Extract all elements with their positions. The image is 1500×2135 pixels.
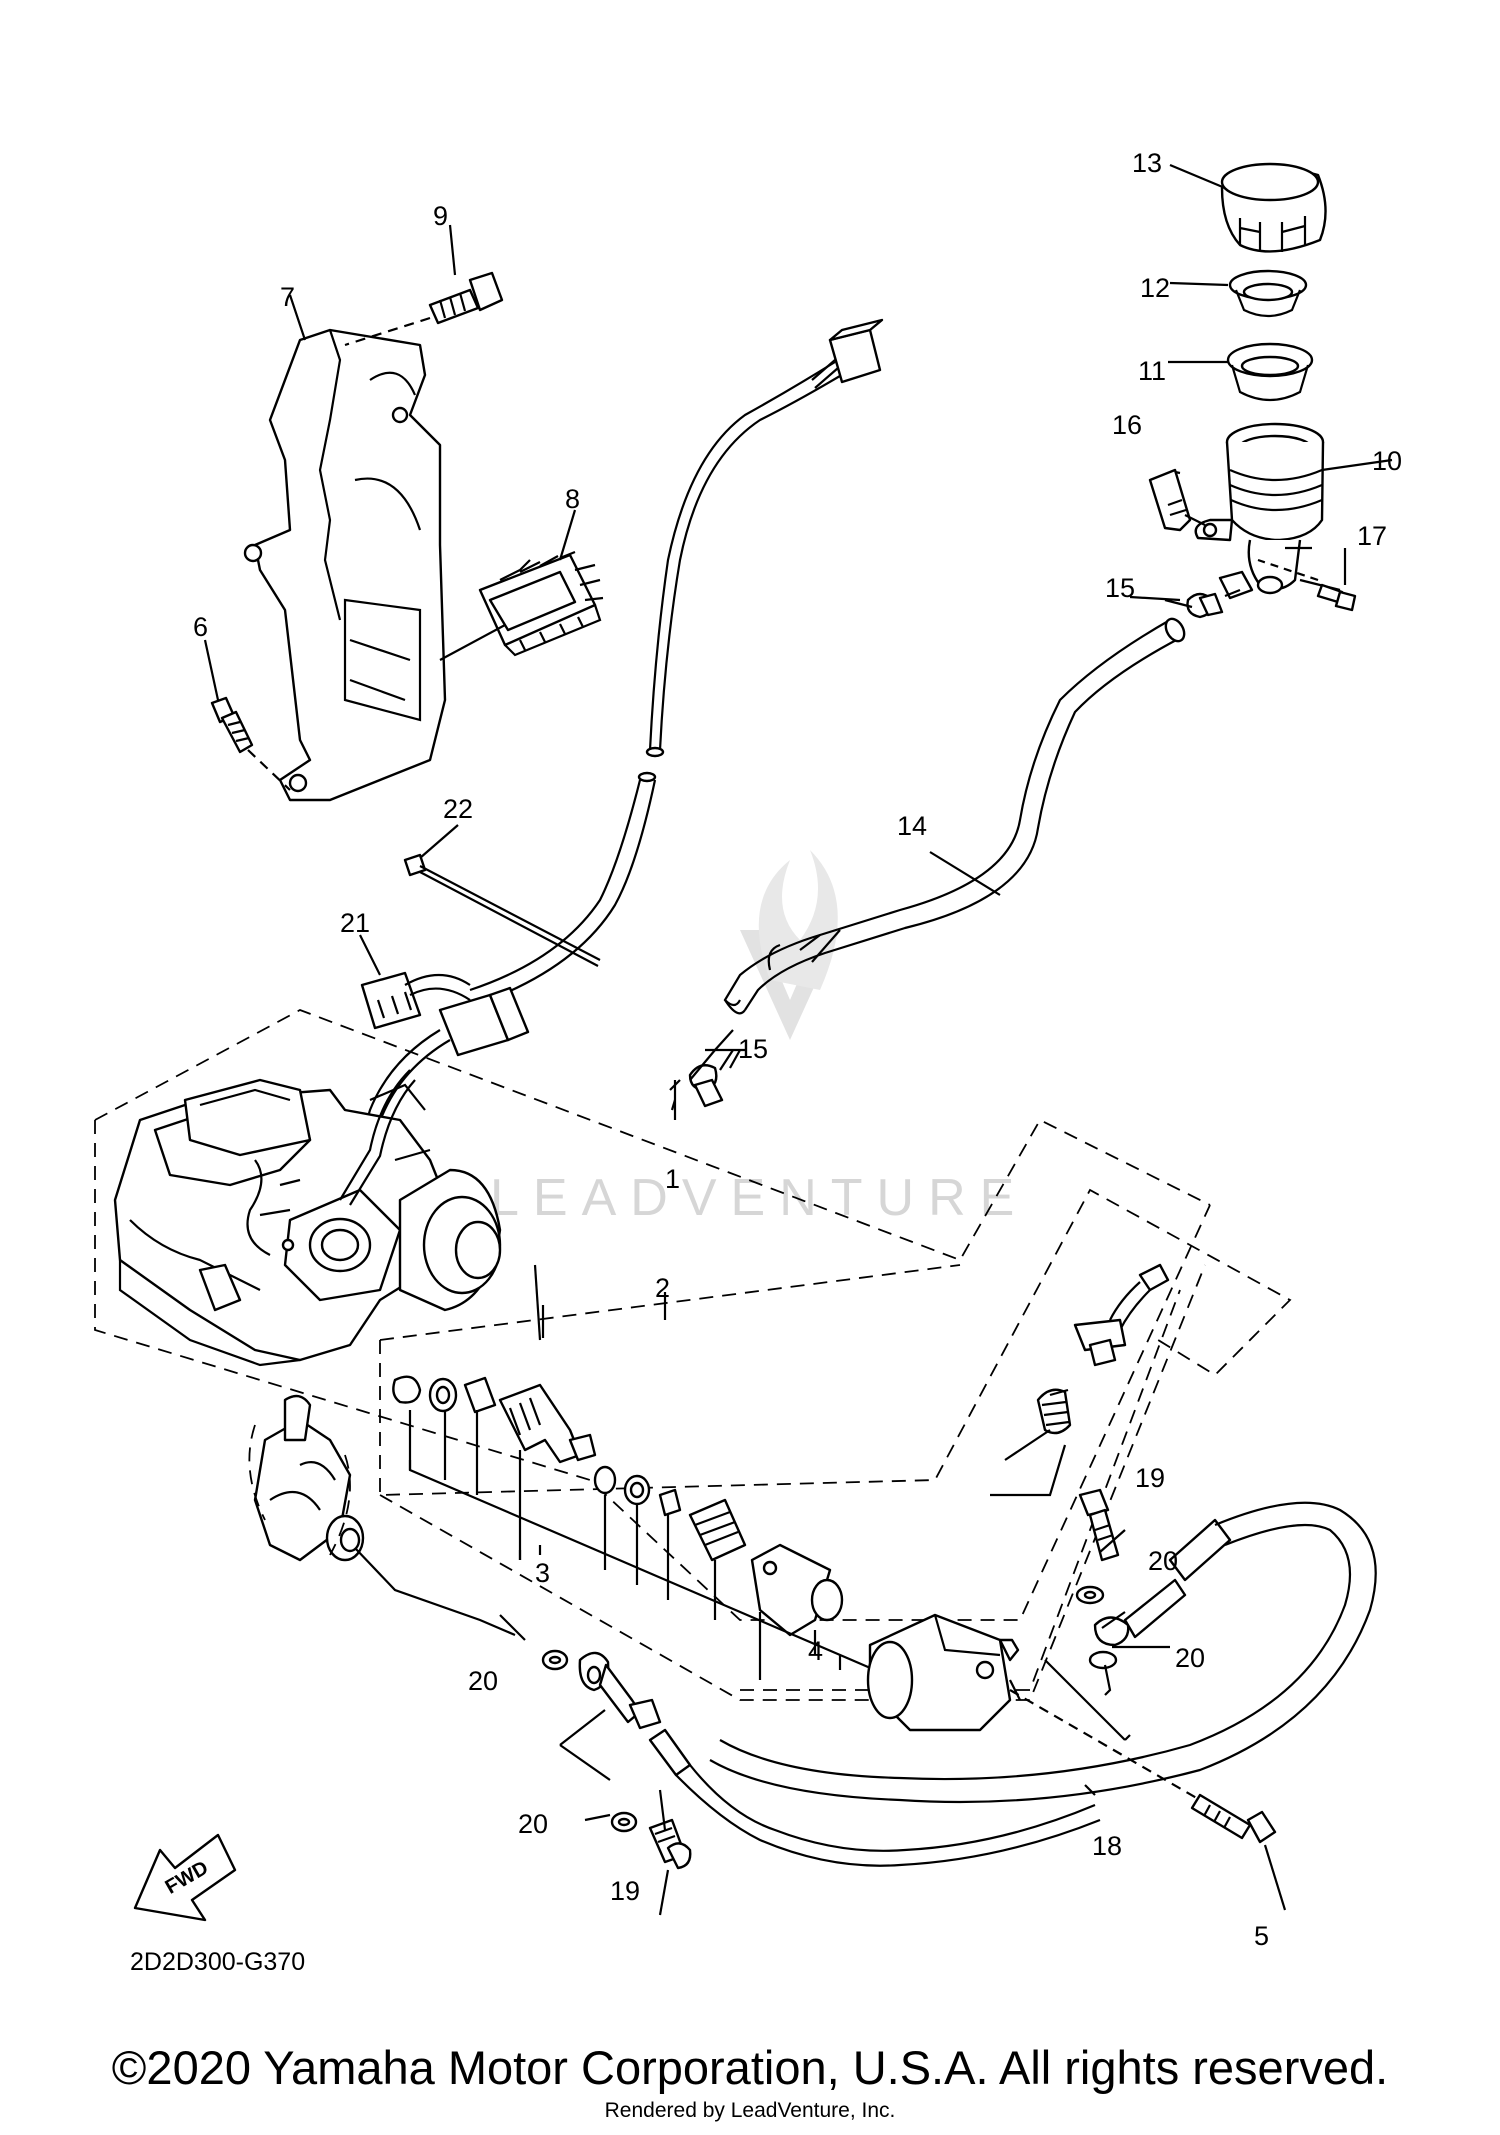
callout-20-upper: 20 xyxy=(1148,1546,1178,1576)
callout-7: 7 xyxy=(280,282,295,312)
bleeder-parts[interactable] xyxy=(990,1263,1170,1497)
callout-18: 18 xyxy=(1092,1831,1122,1861)
part-12-diaphragm-plate[interactable] xyxy=(1228,269,1308,318)
part-8-regulator[interactable] xyxy=(439,550,604,661)
brake-line-fittings-right[interactable] xyxy=(709,1488,1377,1804)
rendered-by-notice: Rendered by LeadVenture, Inc. xyxy=(604,2099,896,2122)
callout-20-lower: 20 xyxy=(518,1809,548,1839)
callout-15-upper: 15 xyxy=(1105,573,1135,603)
part-3-kit-components[interactable] xyxy=(392,1375,876,1680)
callout-2: 2 xyxy=(655,1273,670,1303)
brake-line-fittings-left[interactable] xyxy=(248,1394,1101,1870)
slave-cylinder[interactable] xyxy=(866,1613,1021,1732)
throttle-body-assembly[interactable] xyxy=(113,1069,502,1367)
part-7-bracket[interactable] xyxy=(243,328,447,802)
callout-11: 11 xyxy=(1138,356,1166,386)
callout-9: 9 xyxy=(433,201,448,231)
part-21-connector[interactable] xyxy=(329,971,530,1179)
callout-labels: 1 2 3 4 5 6 7 8 9 10 11 12 13 14 15 15 1… xyxy=(193,148,1402,1951)
leader-lines xyxy=(203,163,1393,1916)
part-17-screw[interactable] xyxy=(1257,558,1357,612)
part-16-clip[interactable] xyxy=(1148,468,1206,532)
part-11-diaphragm[interactable] xyxy=(1226,342,1314,402)
callout-14: 14 xyxy=(897,811,927,841)
callout-10: 10 xyxy=(1372,446,1402,476)
part-13-reservoir-cap[interactable] xyxy=(1220,162,1327,253)
fwd-arrow-icon: FWD xyxy=(133,1833,237,1922)
part-5-bolt[interactable] xyxy=(1009,1689,1277,1844)
callout-22: 22 xyxy=(443,794,473,824)
callout-6: 6 xyxy=(193,612,208,642)
callout-1: 1 xyxy=(665,1164,680,1194)
diagram-code: 2D2D300-G370 xyxy=(130,1948,305,1976)
part-22-cable-tie[interactable] xyxy=(403,853,601,967)
part-15-hose-clamp-upper[interactable] xyxy=(1186,570,1254,619)
callout-12: 12 xyxy=(1140,273,1170,303)
part-10-reservoir[interactable] xyxy=(1194,422,1341,595)
callout-21: 21 xyxy=(340,908,370,938)
watermark-text: LEADVENTURE xyxy=(490,1169,1028,1227)
watermark: LEADVENTURE xyxy=(490,850,1028,1227)
part-9-bolt[interactable] xyxy=(344,271,504,347)
callout-16: 16 xyxy=(1112,410,1142,440)
callout-20-right: 20 xyxy=(1175,1643,1205,1673)
callout-3: 3 xyxy=(535,1558,550,1588)
callout-5: 5 xyxy=(1254,1921,1269,1951)
wire-harness[interactable] xyxy=(469,318,884,1007)
callout-19-upper: 19 xyxy=(1135,1463,1165,1493)
part-14-hose[interactable] xyxy=(723,616,1188,1015)
callout-4: 4 xyxy=(808,1636,823,1666)
callout-13: 13 xyxy=(1132,148,1162,178)
part-6-bolt[interactable] xyxy=(210,696,291,791)
copyright-notice: ©2020 Yamaha Motor Corporation, U.S.A. A… xyxy=(111,2041,1389,2094)
callout-20-left: 20 xyxy=(468,1666,498,1696)
callout-17: 17 xyxy=(1357,521,1387,551)
callout-15-lower: 15 xyxy=(738,1034,768,1064)
callout-8: 8 xyxy=(565,484,580,514)
callout-19-lower: 19 xyxy=(610,1876,640,1906)
